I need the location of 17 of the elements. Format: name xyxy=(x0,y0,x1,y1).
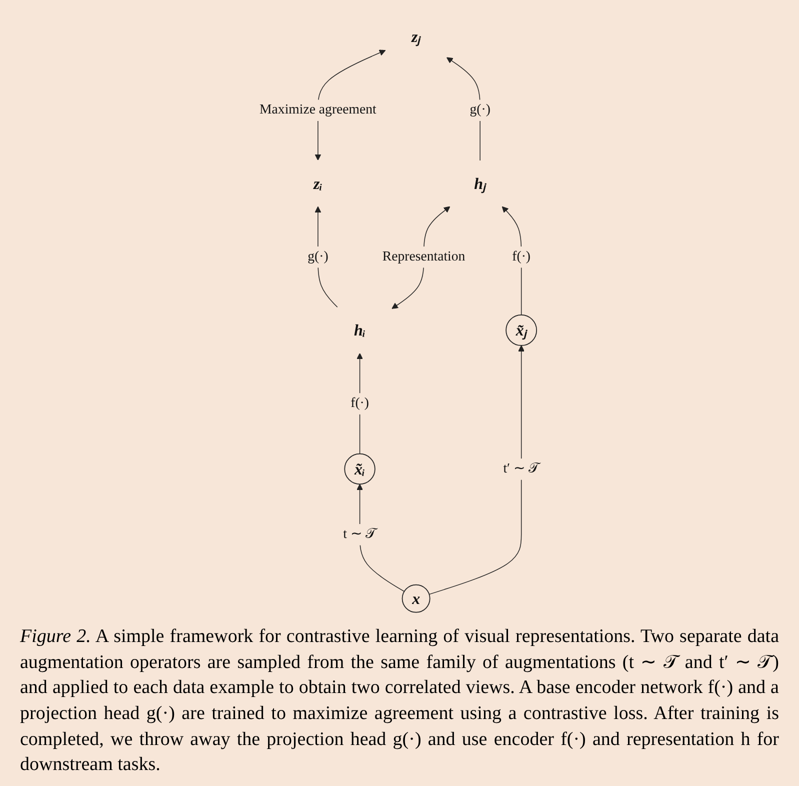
edge-label: Maximize agreement xyxy=(260,102,376,118)
edge-label: f(·) xyxy=(350,395,369,411)
edge-label: g(·) xyxy=(470,102,490,118)
node-text: zⱼ xyxy=(412,28,421,46)
figure-caption: Figure 2. A simple framework for contrastive learning of visual representations. Two separate data augmentation operators are sampled from the same family of augmentations (t ∼ 𝒯 and t′ ∼ 𝒯) and applied to each data example to obtain two correlated views. A base encoder network f(·) and a projection head g(·) are trained to maximize agreement using a contrastive loss. After training is completed, we throw away the projection head g(·) and use encoder f(·) and representation h for downstream tasks. xyxy=(20,625,779,778)
node-text: hᵢ xyxy=(354,320,366,340)
edge-label: t′ ∼ 𝒯 xyxy=(503,460,540,476)
node-circle: x xyxy=(402,584,430,613)
edge-label: t ∼ 𝒯 xyxy=(343,526,376,542)
edge-label: f(·) xyxy=(512,248,531,264)
edge-label: g(·) xyxy=(308,248,328,264)
arrow xyxy=(428,345,525,595)
edge-label: Representation xyxy=(382,248,466,264)
node-text: zᵢ xyxy=(313,174,322,192)
node-circle: x̃ᵢ xyxy=(344,453,376,485)
node-circle: x̃ⱼ xyxy=(506,314,538,346)
node-text: hⱼ xyxy=(474,174,486,192)
